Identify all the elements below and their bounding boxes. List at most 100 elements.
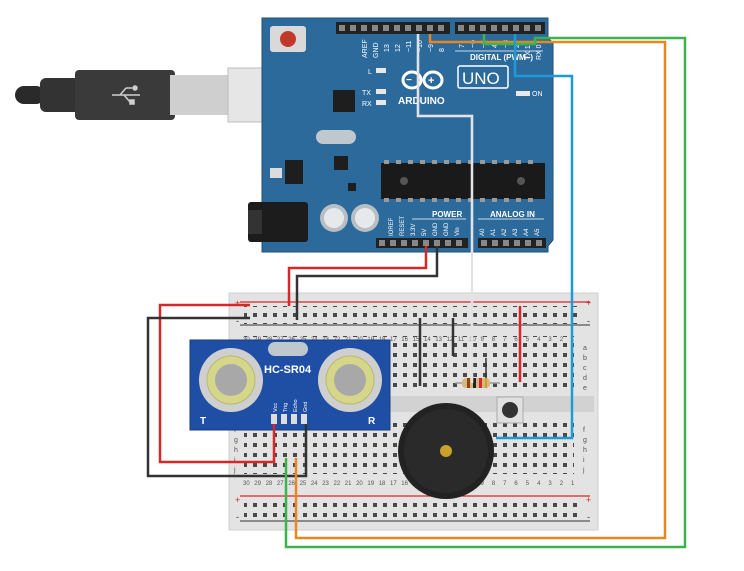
column-number: 19 bbox=[367, 481, 374, 487]
wire-orange-echo bbox=[294, 34, 667, 540]
sensor-pin-trig: Trig bbox=[283, 403, 289, 412]
usb-icon bbox=[112, 85, 140, 105]
column-number-top: 7 bbox=[503, 337, 507, 343]
column-number: 24 bbox=[311, 481, 318, 487]
pin-label-rx: RX 0 bbox=[536, 44, 543, 60]
svg-text:h: h bbox=[583, 447, 587, 454]
voltage-regulator bbox=[285, 160, 303, 184]
column-number-top: 2 bbox=[560, 337, 564, 343]
pin-label-a0: A0 bbox=[480, 228, 486, 236]
sensor-t-label: T bbox=[200, 416, 206, 427]
power-rail-bottom-1 bbox=[244, 500, 582, 510]
digital-label: DIGITAL (PWM~) bbox=[470, 53, 533, 62]
column-number: 9 bbox=[481, 481, 485, 487]
column-number: 29 bbox=[254, 481, 261, 487]
arduino-board: AREF GND 13 12 ~11 ~10 ~9 8 7 ~6 ~5 4 ~3… bbox=[248, 17, 554, 253]
svg-text:d: d bbox=[583, 375, 587, 382]
analog-header bbox=[478, 238, 546, 248]
svg-text:g: g bbox=[234, 437, 238, 444]
uno-logo: UNO bbox=[462, 69, 500, 88]
sensor-r-label: R bbox=[368, 416, 376, 427]
pin-label-aref: AREF bbox=[362, 39, 369, 58]
led-tx-label: TX bbox=[362, 90, 371, 97]
column-number: 7 bbox=[503, 481, 507, 487]
svg-text:j: j bbox=[582, 467, 585, 474]
led-on bbox=[516, 91, 530, 96]
pin-label-gnd-2: GND bbox=[444, 222, 450, 236]
column-number-top: 4 bbox=[537, 337, 541, 343]
led-tx bbox=[376, 89, 386, 94]
power-header bbox=[376, 238, 468, 248]
column-number: 30 bbox=[243, 481, 250, 487]
wire-red-5v bbox=[287, 246, 428, 306]
column-number-top: 6 bbox=[514, 337, 518, 343]
column-number: 25 bbox=[300, 481, 307, 487]
sensor-pin-vcc: Vcc bbox=[273, 403, 279, 412]
pin-label-gnd-1: GND bbox=[433, 222, 439, 236]
column-number-top: 15 bbox=[413, 337, 420, 343]
crystal bbox=[316, 130, 356, 144]
led-rx bbox=[376, 100, 386, 105]
led-l bbox=[376, 68, 386, 73]
svg-text:i: i bbox=[234, 457, 236, 464]
piezo-buzzer bbox=[398, 403, 494, 499]
pin-label-11: ~11 bbox=[406, 41, 413, 52]
pin-label-10: ~10 bbox=[417, 40, 424, 52]
svg-text:a: a bbox=[583, 345, 587, 352]
column-number: 22 bbox=[334, 481, 341, 487]
pin-label-8: 8 bbox=[439, 48, 446, 52]
column-number: 16 bbox=[401, 481, 408, 487]
column-number: 23 bbox=[322, 481, 329, 487]
pin-label-reset: RESET bbox=[400, 216, 406, 236]
svg-text:h: h bbox=[234, 447, 238, 454]
power-jack bbox=[248, 202, 308, 242]
rail-plus-bottom: + bbox=[235, 495, 240, 505]
analog-label: ANALOG IN bbox=[490, 210, 535, 219]
power-rail-top-1 bbox=[244, 306, 582, 316]
column-number: 1 bbox=[571, 481, 575, 487]
column-number: 8 bbox=[492, 481, 496, 487]
power-rail-bottom-2 bbox=[244, 508, 582, 518]
pin-label-13: 13 bbox=[384, 44, 391, 52]
rail-minus-top: - bbox=[236, 316, 239, 326]
column-number-top: 12 bbox=[447, 337, 454, 343]
sensor-label: HC-SR04 bbox=[264, 364, 312, 376]
svg-text:−: − bbox=[406, 75, 412, 86]
rail-minus-bottom-right: - bbox=[587, 512, 590, 522]
wire-black-sensor-gnd bbox=[146, 316, 308, 478]
column-number-top: 8 bbox=[492, 337, 496, 343]
column-number-top: 14 bbox=[424, 337, 431, 343]
usb-chip bbox=[333, 90, 355, 112]
pin-label-ioref: IOREF bbox=[389, 217, 395, 236]
column-number: 18 bbox=[379, 481, 386, 487]
column-number: 3 bbox=[548, 481, 552, 487]
usb-cable bbox=[15, 67, 279, 123]
column-number: 5 bbox=[526, 481, 530, 487]
pin-label-3v3: 3.3V bbox=[411, 224, 417, 236]
resistor bbox=[455, 378, 500, 388]
pin-label-4: 4 bbox=[492, 44, 499, 48]
pin-label-6: ~6 bbox=[470, 40, 477, 48]
rail-plus-top-right: + bbox=[586, 298, 591, 308]
led-on-label: ON bbox=[532, 91, 543, 98]
push-button[interactable] bbox=[496, 396, 524, 424]
svg-text:g: g bbox=[583, 437, 587, 444]
column-number-top: 17 bbox=[390, 337, 397, 343]
pin-label-2: 2 bbox=[514, 44, 521, 48]
pin-label-gnd: GND bbox=[373, 42, 380, 58]
power-label: POWER bbox=[432, 210, 462, 219]
pin-label-tx: TX 1 bbox=[525, 45, 532, 60]
rail-minus-bottom: - bbox=[236, 512, 239, 522]
column-number: 26 bbox=[288, 481, 295, 487]
arduino-infinity-icon bbox=[401, 70, 444, 90]
column-number: 28 bbox=[266, 481, 273, 487]
uno-logo-frame bbox=[457, 65, 509, 89]
pin-label-a1: A1 bbox=[491, 228, 497, 236]
sensor-pin-echo: Echo bbox=[293, 399, 299, 412]
column-number-top: 16 bbox=[401, 337, 408, 343]
rail-plus-top: + bbox=[235, 298, 240, 308]
column-number: 20 bbox=[356, 481, 363, 487]
column-number: 21 bbox=[345, 481, 352, 487]
sensor-pin-gnd: Gnd bbox=[303, 402, 309, 412]
